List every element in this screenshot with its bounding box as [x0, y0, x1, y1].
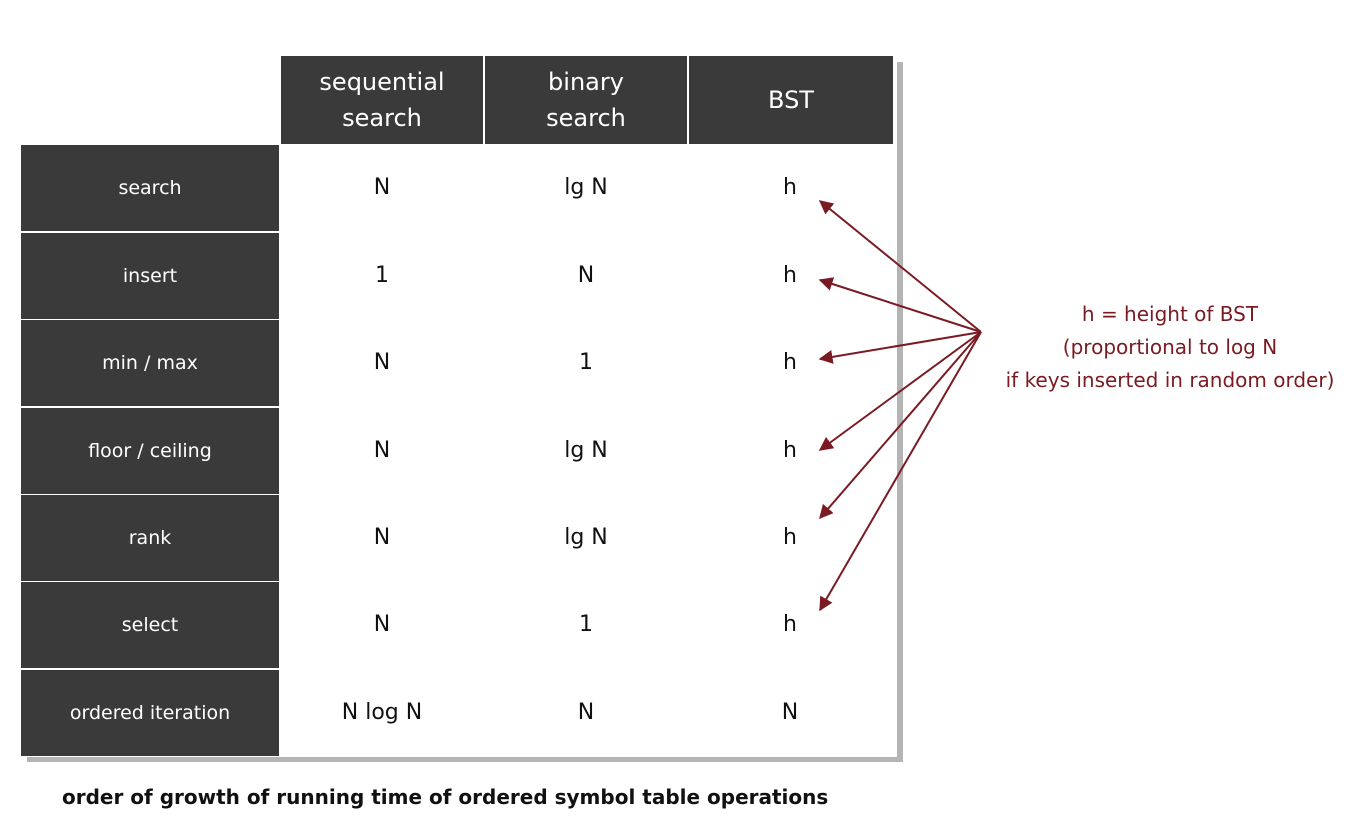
table-shadow: [897, 62, 903, 762]
row-label-rank: rank: [21, 495, 279, 581]
column-header-binary-search: binary search: [485, 56, 687, 144]
table-cell: N: [373, 437, 391, 463]
table-cell: lg N: [564, 174, 608, 200]
table-cell: 1: [579, 611, 593, 637]
table-cell: 1: [375, 262, 389, 288]
bst-height-note: h = height of BST (proportional to log N…: [985, 298, 1355, 397]
table-cell: h: [783, 174, 797, 200]
table-cell: N: [373, 611, 391, 637]
table-cell: N: [373, 524, 391, 550]
table-body: N lg N h 1 N h N 1 h N lg N h N lg N h N…: [280, 144, 893, 756]
table-cell: N: [373, 174, 391, 200]
table-cell: N: [373, 349, 391, 375]
table-cell: h: [783, 349, 797, 375]
row-label-ordered-iteration: ordered iteration: [21, 670, 279, 756]
table-cell: N: [781, 699, 799, 725]
row-label-search: search: [21, 145, 279, 231]
table-cell: N: [577, 699, 595, 725]
row-label-min-max: min / max: [21, 320, 279, 406]
arrow-to-insert: [818, 277, 982, 333]
column-header-bst: BST: [689, 56, 893, 144]
table-cell: h: [783, 437, 797, 463]
annotation-line: if keys inserted in random order): [1005, 368, 1335, 392]
arrow-to-select: [819, 331, 982, 612]
row-label-insert: insert: [21, 233, 279, 319]
table-cell: N log N: [341, 699, 423, 725]
arrow-to-search: [818, 200, 982, 333]
annotation-line: h = height of BST: [1081, 302, 1259, 326]
table-shadow-bottom: [27, 757, 903, 762]
table-cell: N: [577, 262, 595, 288]
row-label-floor-ceiling: floor / ceiling: [21, 408, 279, 494]
caption: order of growth of running time of order…: [62, 785, 829, 809]
row-label-select: select: [21, 582, 279, 668]
table-cell: h: [783, 524, 797, 550]
table-cell: h: [783, 611, 797, 637]
table-cell: lg N: [564, 524, 608, 550]
annotation-line: (proportional to log N: [1062, 335, 1278, 359]
column-header-sequential-search: sequential search: [281, 56, 483, 144]
table-cell: 1: [579, 349, 593, 375]
arrow-to-min-max: [818, 331, 982, 364]
arrow-to-floor-ceiling: [818, 331, 982, 451]
table-cell: lg N: [564, 437, 608, 463]
table-cell: h: [783, 262, 797, 288]
arrow-to-rank: [819, 331, 982, 520]
